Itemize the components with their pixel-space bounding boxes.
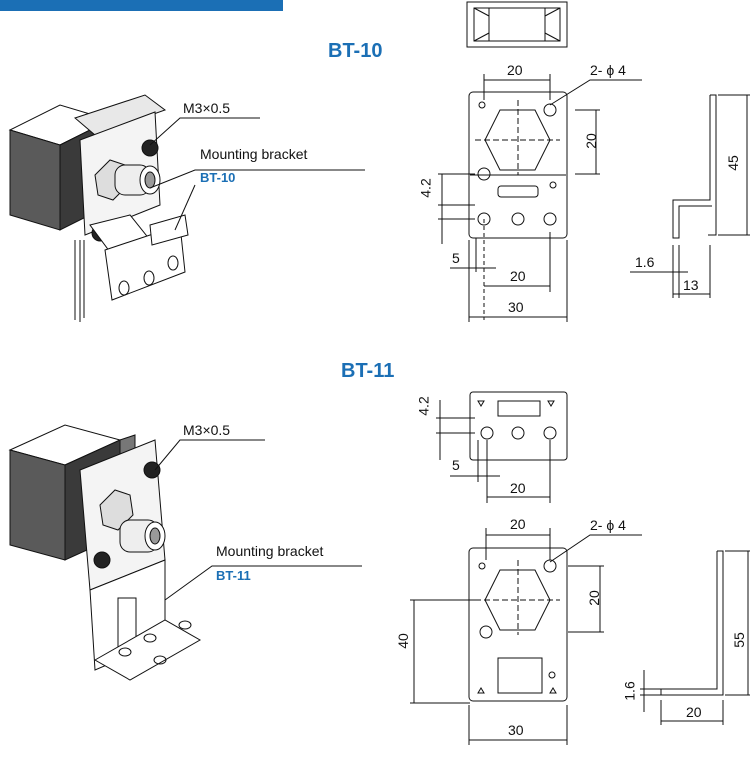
bt11-dim-bottom-spacing: 20 — [510, 480, 526, 496]
bt10-dimension-lines — [438, 74, 642, 322]
bt11-screw-callout: M3×0.5 — [183, 422, 231, 438]
bt10-dim-depth: 13 — [683, 277, 699, 293]
bt10-iso-view — [8, 94, 189, 322]
bt10-title: BT-10 — [328, 40, 383, 62]
bt11-dim-depth: 20 — [686, 704, 702, 720]
bt10-dim-hole-spacing: 20 — [582, 133, 599, 149]
bt11-dim-width: 30 — [508, 722, 524, 738]
section-header-tab — [0, 0, 283, 11]
bt11-model-callout: BT-11 — [216, 568, 251, 583]
bt10-model-callout: BT-10 — [200, 170, 236, 185]
bt11-iso-view — [8, 424, 202, 681]
bt11-dim-top-width: 20 — [510, 516, 526, 532]
bt11-top-view — [436, 391, 568, 503]
bt10-dim-thickness: 1.6 — [635, 254, 655, 270]
bt10-centerlines — [475, 100, 560, 175]
bt11-bracket-callout: Mounting bracket — [216, 543, 324, 559]
bt11-dim-plate-height: 40 — [394, 633, 411, 649]
bt10-top-view — [466, 1, 568, 48]
bt10-dim-top-width: 20 — [507, 62, 523, 78]
bt10-dim-height: 45 — [724, 155, 741, 171]
bt10-dim-slot-offset: 4.2 — [417, 178, 434, 198]
bt11-callout-leaders — [154, 439, 362, 601]
bt11-centerlines — [475, 560, 560, 635]
bt10-dim-edge-offset: 5 — [452, 250, 460, 266]
bt11-dimension-lines — [410, 528, 642, 745]
bt10-dim-width: 30 — [508, 299, 524, 315]
bt11-dim-thickness: 1.6 — [621, 681, 638, 701]
bt10-dim-bottom-spacing: 20 — [510, 268, 526, 284]
bt11-dim-edge-offset: 5 — [452, 457, 460, 473]
bt11-dim-hole-spacing: 20 — [585, 590, 602, 606]
bt11-side-view — [640, 550, 750, 725]
bt11-title: BT-11 — [341, 360, 395, 382]
bt11-dim-slot-offset: 4.2 — [415, 396, 432, 416]
bt11-front-view — [468, 547, 568, 702]
bt10-bracket-callout: Mounting bracket — [200, 146, 308, 162]
bt10-screw-callout: M3×0.5 — [183, 100, 231, 116]
bt10-dim-holes: 2- ϕ 4 — [590, 62, 626, 78]
bt10-callout-leaders — [149, 117, 365, 231]
bt10-side-view — [630, 94, 750, 298]
bt11-dim-height: 55 — [730, 632, 747, 648]
bt11-dim-holes: 2- ϕ 4 — [590, 517, 626, 533]
